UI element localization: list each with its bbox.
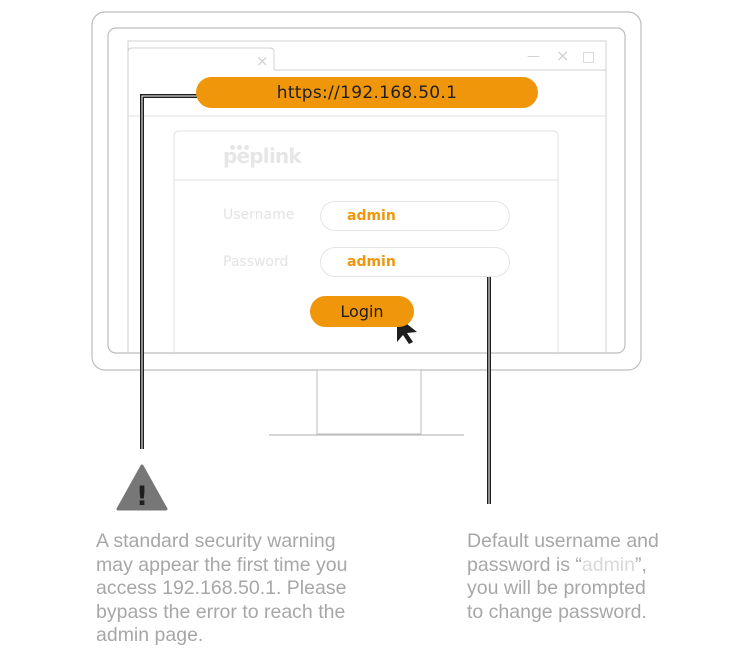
username-value: admin	[347, 208, 396, 224]
warning-exclamation: !	[136, 481, 148, 512]
window-close-icon[interactable]: ×	[556, 46, 569, 65]
credentials-line: you will be prompted	[467, 577, 646, 599]
password-label: Password	[223, 254, 289, 270]
brand-logo: peplink	[223, 144, 302, 168]
password-value: admin	[347, 254, 396, 270]
address-bar-url: https://192.168.50.1	[276, 82, 458, 103]
login-button-label: Login	[340, 302, 384, 321]
security-warning-note: A standard security warning may appear t…	[96, 530, 426, 648]
warning-line: may appear the first time you	[96, 553, 348, 576]
username-input[interactable]: admin	[320, 201, 510, 231]
login-card	[173, 130, 559, 353]
credentials-line: password is “admin”,	[467, 553, 647, 576]
warning-line: admin page.	[96, 624, 204, 646]
password-input[interactable]: admin	[320, 247, 510, 277]
warning-line: bypass the error to reach the	[96, 600, 346, 623]
tab-close-icon[interactable]: ×	[256, 52, 269, 70]
browser-window	[127, 40, 607, 353]
credentials-note: Default username and password is “admin”…	[467, 530, 737, 624]
browser-tab	[127, 47, 275, 70]
credentials-line: to change password.	[467, 600, 647, 623]
address-bar[interactable]: https://192.168.50.1	[196, 77, 538, 108]
window-maximize-icon[interactable]: □	[582, 49, 595, 65]
username-label: Username	[223, 207, 295, 223]
warning-line: A standard security warning	[96, 530, 336, 552]
brand-logo-dots	[230, 137, 251, 155]
warning-triangle-icon	[116, 464, 168, 511]
credentials-highlight: admin	[581, 553, 635, 576]
window-minimize-icon[interactable]: —	[527, 49, 540, 64]
login-button[interactable]: Login	[310, 296, 414, 327]
warning-line: access 192.168.50.1. Please	[96, 577, 347, 599]
credentials-line: Default username and	[467, 530, 659, 552]
monitor-neck	[316, 369, 422, 435]
